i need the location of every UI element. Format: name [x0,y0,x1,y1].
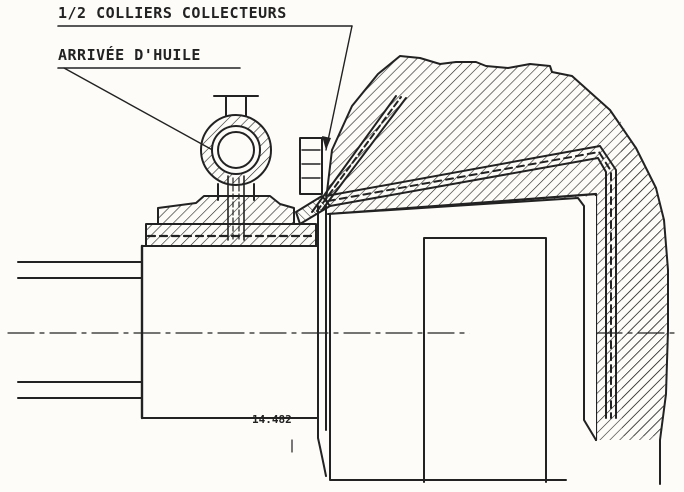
drawing-reference-number: 14.482 [252,413,292,426]
shaft [17,261,143,399]
collector-ring [157,195,295,225]
hub-ring [145,223,318,247]
label-arrivee-huile: ARRIVÉE D'HUILE [58,46,201,64]
oil-inlet-pipe [200,95,272,241]
label-colliers-collecteurs: 1/2 COLLIERS COLLECTEURS [58,4,287,22]
oil-passage [311,95,617,419]
flange-disc [317,205,327,477]
inner-cavity [327,196,597,483]
hub [140,244,319,420]
label-leaders [57,25,353,154]
outer-wall [620,120,664,436]
